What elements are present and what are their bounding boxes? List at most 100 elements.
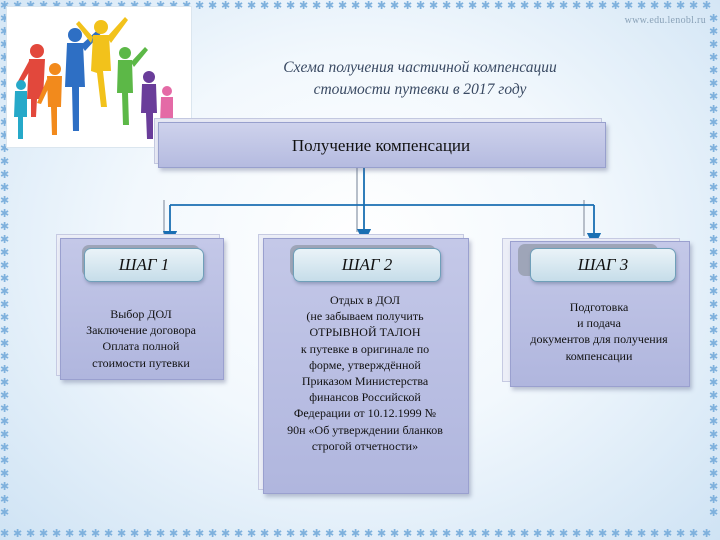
star-icon: ✱ (143, 0, 152, 11)
star-icon: ✱ (0, 272, 10, 285)
star-icon: ✱ (0, 259, 10, 272)
star-icon: ✱ (403, 527, 413, 540)
star-icon: ✱ (709, 415, 719, 428)
star-icon: ✱ (709, 363, 719, 376)
star-icon: ✱ (104, 0, 113, 11)
star-icon: ✱ (91, 0, 100, 11)
star-icon: ✱ (364, 0, 374, 12)
star-icon: ✱ (709, 324, 719, 337)
star-icon: ✱ (0, 480, 10, 493)
step3-line: компенсации (565, 348, 633, 363)
star-icon: ✱ (0, 454, 10, 467)
star-icon: ✱ (208, 0, 218, 12)
star-icon: ✱ (0, 467, 10, 480)
star-icon: ✱ (455, 0, 465, 12)
star-icon: ✱ (0, 142, 10, 155)
star-icon: ✱ (0, 116, 10, 129)
star-icon: ✱ (312, 527, 322, 540)
star-icon: ✱ (663, 0, 673, 12)
star-icon: ✱ (390, 0, 400, 12)
star-icon: ✱ (0, 311, 10, 324)
star-icon: ✱ (0, 168, 10, 181)
star-icon: ✱ (286, 0, 296, 12)
step2-line: ОТРЫВНОЙ ТАЛОН (309, 325, 421, 340)
star-icon: ✱ (468, 527, 478, 540)
star-icon: ✱ (709, 194, 719, 207)
star-icon: ✱ (13, 527, 23, 540)
star-icon: ✱ (689, 527, 699, 540)
step3-line: Подготовка (569, 300, 629, 314)
star-icon: ✱ (709, 25, 719, 38)
star-icon: ✱ (709, 376, 719, 389)
star-icon: ✱ (611, 0, 621, 12)
star-icon: ✱ (91, 527, 101, 540)
star-icon: ✱ (130, 0, 139, 11)
star-icon: ✱ (117, 527, 127, 540)
star-icon: ✱ (104, 527, 114, 540)
star-icon: ✱ (709, 389, 719, 402)
star-icon: ✱ (0, 77, 10, 90)
star-icon: ✱ (416, 0, 426, 12)
star-icon: ✱ (709, 181, 719, 194)
step3-description: Подготовка и подача документов для получ… (510, 299, 688, 364)
star-icon: ✱ (338, 0, 348, 12)
star-icon: ✱ (338, 527, 348, 540)
step2-line: финансов Российской (309, 390, 421, 405)
star-icon: ✱ (221, 0, 231, 12)
star-icon: ✱ (403, 0, 413, 12)
star-icon: ✱ (0, 415, 10, 428)
star-icon: ✱ (572, 0, 582, 12)
star-icon: ✱ (624, 0, 634, 12)
star-icon: ✱ (709, 506, 719, 519)
star-icon: ✱ (377, 0, 387, 12)
star-icon: ✱ (709, 51, 719, 64)
star-icon: ✱ (0, 350, 10, 363)
star-icon: ✱ (351, 0, 361, 12)
star-icon: ✱ (273, 527, 283, 540)
star-icon: ✱ (533, 0, 543, 12)
star-icon: ✱ (572, 527, 582, 540)
star-icon: ✱ (494, 0, 504, 12)
star-icon: ✱ (0, 285, 10, 298)
star-icon: ✱ (299, 527, 309, 540)
star-icon: ✱ (650, 527, 660, 540)
star-icon: ✱ (312, 0, 322, 12)
star-icon: ✱ (286, 527, 296, 540)
star-icon: ✱ (468, 0, 478, 12)
star-icon: ✱ (709, 402, 719, 415)
step1-line: Заключение договора (86, 323, 196, 338)
star-icon: ✱ (0, 0, 10, 12)
star-icon: ✱ (709, 441, 719, 454)
step2-line: Федерации от 10.12.1999 № (293, 406, 437, 421)
page-title: Схема получения частичной компенсации ст… (240, 57, 600, 101)
star-icon: ✱ (709, 428, 719, 441)
star-icon: ✱ (364, 527, 374, 540)
star-icon: ✱ (709, 116, 719, 129)
star-icon: ✱ (0, 51, 10, 64)
star-icon: ✱ (702, 527, 712, 540)
star-icon: ✱ (429, 0, 439, 12)
star-icon: ✱ (78, 527, 88, 540)
step2-label: ШАГ 2 (293, 248, 441, 282)
star-icon: ✱ (39, 0, 48, 11)
step2-line: (не забываем получить (306, 309, 424, 324)
step2-line: строгой отчетности» (311, 438, 419, 453)
star-icon: ✱ (442, 527, 452, 540)
star-icon: ✱ (0, 233, 10, 246)
star-icon: ✱ (195, 0, 205, 12)
star-icon: ✱ (65, 0, 74, 11)
star-icon: ✱ (559, 0, 569, 12)
star-icon: ✱ (709, 467, 719, 480)
star-icon: ✱ (52, 0, 61, 11)
star-icon: ✱ (143, 527, 153, 540)
star-icon: ✱ (182, 0, 191, 11)
title-line-2: стоимости путевки в 2017 году (313, 81, 527, 98)
star-icon: ✱ (0, 12, 10, 25)
step1-description: Выбор ДОЛ Заключение договора Оплата пол… (60, 306, 222, 371)
star-icon: ✱ (0, 402, 10, 415)
star-icon: ✱ (709, 246, 719, 259)
star-icon: ✱ (156, 0, 165, 11)
star-icon: ✱ (195, 527, 205, 540)
star-icon: ✱ (78, 0, 87, 11)
